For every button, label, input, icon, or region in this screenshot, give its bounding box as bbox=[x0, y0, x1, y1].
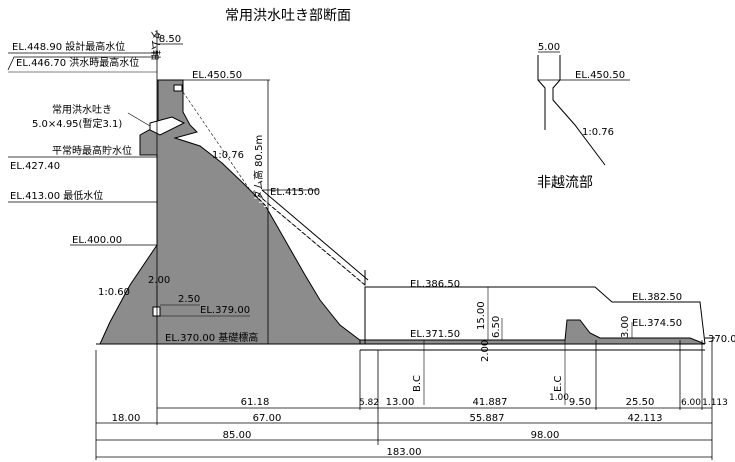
ec-label: E.C bbox=[553, 376, 564, 392]
nonoverflow-section bbox=[537, 51, 630, 166]
el379-label: EL.379.00 bbox=[200, 305, 250, 316]
normal-max-name: 平常時最高貯水位 bbox=[52, 144, 132, 157]
el415-label: EL.415.00 bbox=[270, 187, 320, 198]
upstream-slope-label: 1:0.60 bbox=[98, 287, 130, 298]
flood-max-label: EL.446.70 洪水時最高水位 bbox=[16, 56, 139, 69]
spillway-opening bbox=[149, 116, 186, 136]
el374-label: EL.374.50 bbox=[632, 318, 682, 329]
el386-label: EL.386.50 bbox=[410, 279, 460, 290]
bc-label: B.C bbox=[412, 375, 423, 392]
dim-183-00: 183.00 bbox=[387, 447, 422, 458]
el400-label: EL.400.00 bbox=[72, 235, 122, 246]
nonoverflow-width: 5.00 bbox=[538, 42, 560, 53]
gallery-width-label: 2.50 bbox=[178, 294, 200, 305]
stair-steps bbox=[254, 197, 369, 287]
downstream-slope-label: 1:0.76 bbox=[212, 150, 244, 161]
flood-max-line bbox=[7, 56, 157, 71]
gallery-height-label: 2.00 bbox=[148, 275, 170, 286]
basin-h650-label: 6.50 bbox=[491, 316, 502, 338]
stilling-basin-floor bbox=[359, 319, 706, 345]
basin-h15-label: 15.00 bbox=[476, 301, 487, 330]
basin-training-wall bbox=[365, 286, 706, 345]
dim-25-50: 25.50 bbox=[626, 397, 655, 408]
dim-61-18: 61.18 bbox=[241, 397, 270, 408]
basin-h300-label: 3.00 bbox=[620, 316, 631, 338]
el371-label: EL.371.50 bbox=[410, 329, 460, 340]
normal-max-el: EL.427.40 bbox=[10, 161, 60, 172]
gallery bbox=[152, 306, 161, 317]
dim-18-00: 18.00 bbox=[112, 413, 141, 424]
dim-85-00: 85.00 bbox=[223, 430, 252, 441]
dim-41-887: 41.887 bbox=[473, 397, 508, 408]
drawing-title: 常用洪水吐き部断面 bbox=[225, 8, 351, 24]
design-flood-label: EL.448.90 設計最高水位 bbox=[12, 40, 125, 53]
el382-label: EL.382.50 bbox=[632, 292, 682, 303]
foundation-label: EL.370.00 基礎標高 bbox=[165, 331, 258, 344]
basin-floor-outline bbox=[360, 337, 715, 351]
dim-42-113: 42.113 bbox=[628, 413, 663, 424]
dim-67-00: 67.00 bbox=[253, 413, 282, 424]
dim-1-00: 1.00 bbox=[549, 393, 569, 403]
stairway-rail-inner bbox=[261, 189, 369, 281]
spillway-leader bbox=[127, 112, 151, 127]
spillway-size-label: 5.0×4.95(暫定3.1) bbox=[32, 117, 122, 130]
dim-98-00: 98.00 bbox=[531, 430, 560, 441]
nonoverflow-name: 非越流部 bbox=[537, 175, 593, 191]
basin-h200-label: 2.00 bbox=[480, 340, 491, 362]
nonoverflow-slope: 1:0.76 bbox=[582, 127, 614, 138]
dim-6-00: 6.00 bbox=[681, 398, 701, 408]
min-level-label: EL.413.00 最低水位 bbox=[10, 189, 103, 202]
dam-height-label: ダム高 80.5m bbox=[252, 135, 265, 200]
dim-13-00: 13.00 bbox=[386, 397, 415, 408]
dim-1-113: 1.113 bbox=[702, 398, 728, 408]
crest-width-label: 8.50 bbox=[159, 34, 181, 45]
dim-5-82: 5.82 bbox=[359, 398, 379, 408]
dim-55-887: 55.887 bbox=[470, 413, 505, 424]
dim-9-50: 9.50 bbox=[569, 397, 591, 408]
spillway-name-label: 常用洪水吐き bbox=[52, 103, 112, 116]
dimension-lines bbox=[95, 340, 713, 460]
nonoverflow-el: EL.450.50 bbox=[575, 70, 625, 81]
dam-axis-label: ダム軸 bbox=[149, 30, 162, 60]
crest-window bbox=[173, 84, 183, 92]
el370-end-label: 370.0 bbox=[708, 334, 735, 345]
crest-el-label: EL.450.50 bbox=[192, 70, 242, 81]
